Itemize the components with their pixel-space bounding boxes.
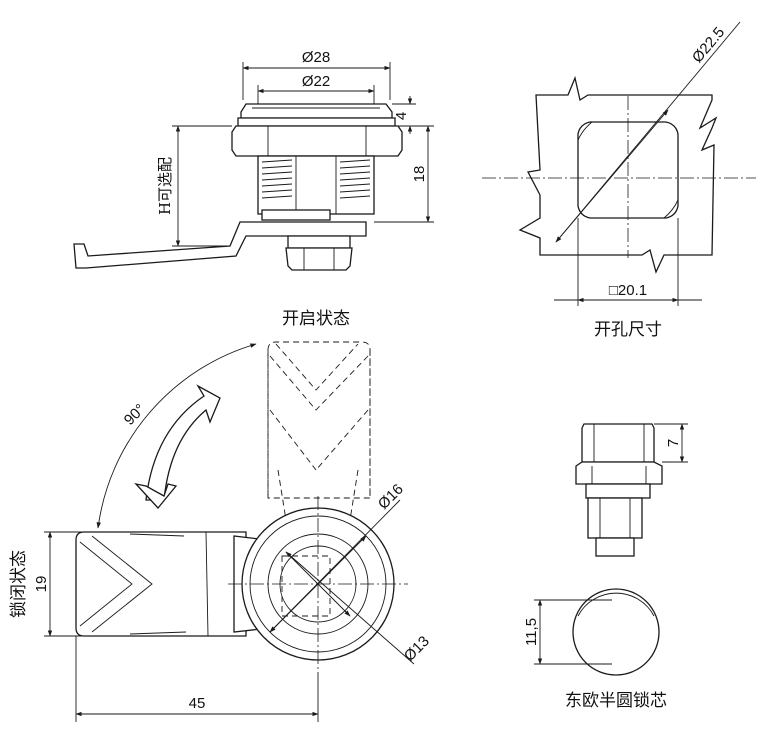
rotation-arrow xyxy=(145,384,221,501)
core-head xyxy=(581,423,655,463)
key-slot xyxy=(281,555,331,617)
core-cam xyxy=(595,537,635,557)
dim-angle: 90° xyxy=(121,401,149,429)
caption-open-state: 开启状态 xyxy=(282,309,350,329)
core-profile-circle xyxy=(572,588,660,676)
locked-tongue-chevrons xyxy=(79,533,187,635)
dim-core-height: 7 xyxy=(665,439,682,447)
dim-body-height: 18 xyxy=(411,166,428,183)
dim-cutout-square: □20.1 xyxy=(609,282,647,299)
hex-nut xyxy=(231,125,403,157)
cutout-view: Ø22.5 □20.1 开孔尺寸 xyxy=(482,21,756,340)
dim-outer-diameter: Ø28 xyxy=(302,49,330,66)
open-tongue-outline xyxy=(267,341,371,499)
lock-core-view: 7 11,5 东欧半圆锁芯 xyxy=(523,423,688,711)
dim-hole-diameter: Ø13 xyxy=(401,633,433,665)
locked-tongue xyxy=(75,531,247,637)
side-view: Ø28 Ø22 4 18 H可选配 xyxy=(73,49,434,271)
flange-base xyxy=(237,117,396,127)
dim-head-height: 4 xyxy=(393,112,410,120)
core-collar xyxy=(575,461,663,485)
caption-core-type: 东欧半圆锁芯 xyxy=(565,691,667,711)
dim-inner-diameter: Ø22 xyxy=(302,73,330,90)
core-body xyxy=(587,497,643,539)
caption-cutout-size: 开孔尺寸 xyxy=(594,320,662,340)
core-profile-flat xyxy=(577,592,655,617)
flange-head xyxy=(240,103,393,119)
dim-tongue-width: 19 xyxy=(33,576,50,593)
lever-block xyxy=(261,209,331,221)
thread-lines xyxy=(261,159,371,199)
caption-locked-state: 锁闭状态 xyxy=(9,550,29,618)
cam-lever xyxy=(73,221,367,269)
front-view: 开启状态 90° Ø16 Ø13 xyxy=(9,309,433,722)
dim-bolt-diameter: Ø16 xyxy=(375,481,407,513)
dim-core-width: 11,5 xyxy=(523,618,540,646)
open-tongue-chevrons xyxy=(269,343,369,471)
dim-line-hole-diameter xyxy=(285,551,415,665)
dim-h-optional: H可选配 xyxy=(156,157,174,215)
rotation-arc xyxy=(96,343,257,529)
dim-tongue-length: 45 xyxy=(189,695,206,712)
bottom-nut xyxy=(285,247,353,271)
cutout-shape xyxy=(577,121,679,219)
panel-outline xyxy=(518,75,718,274)
